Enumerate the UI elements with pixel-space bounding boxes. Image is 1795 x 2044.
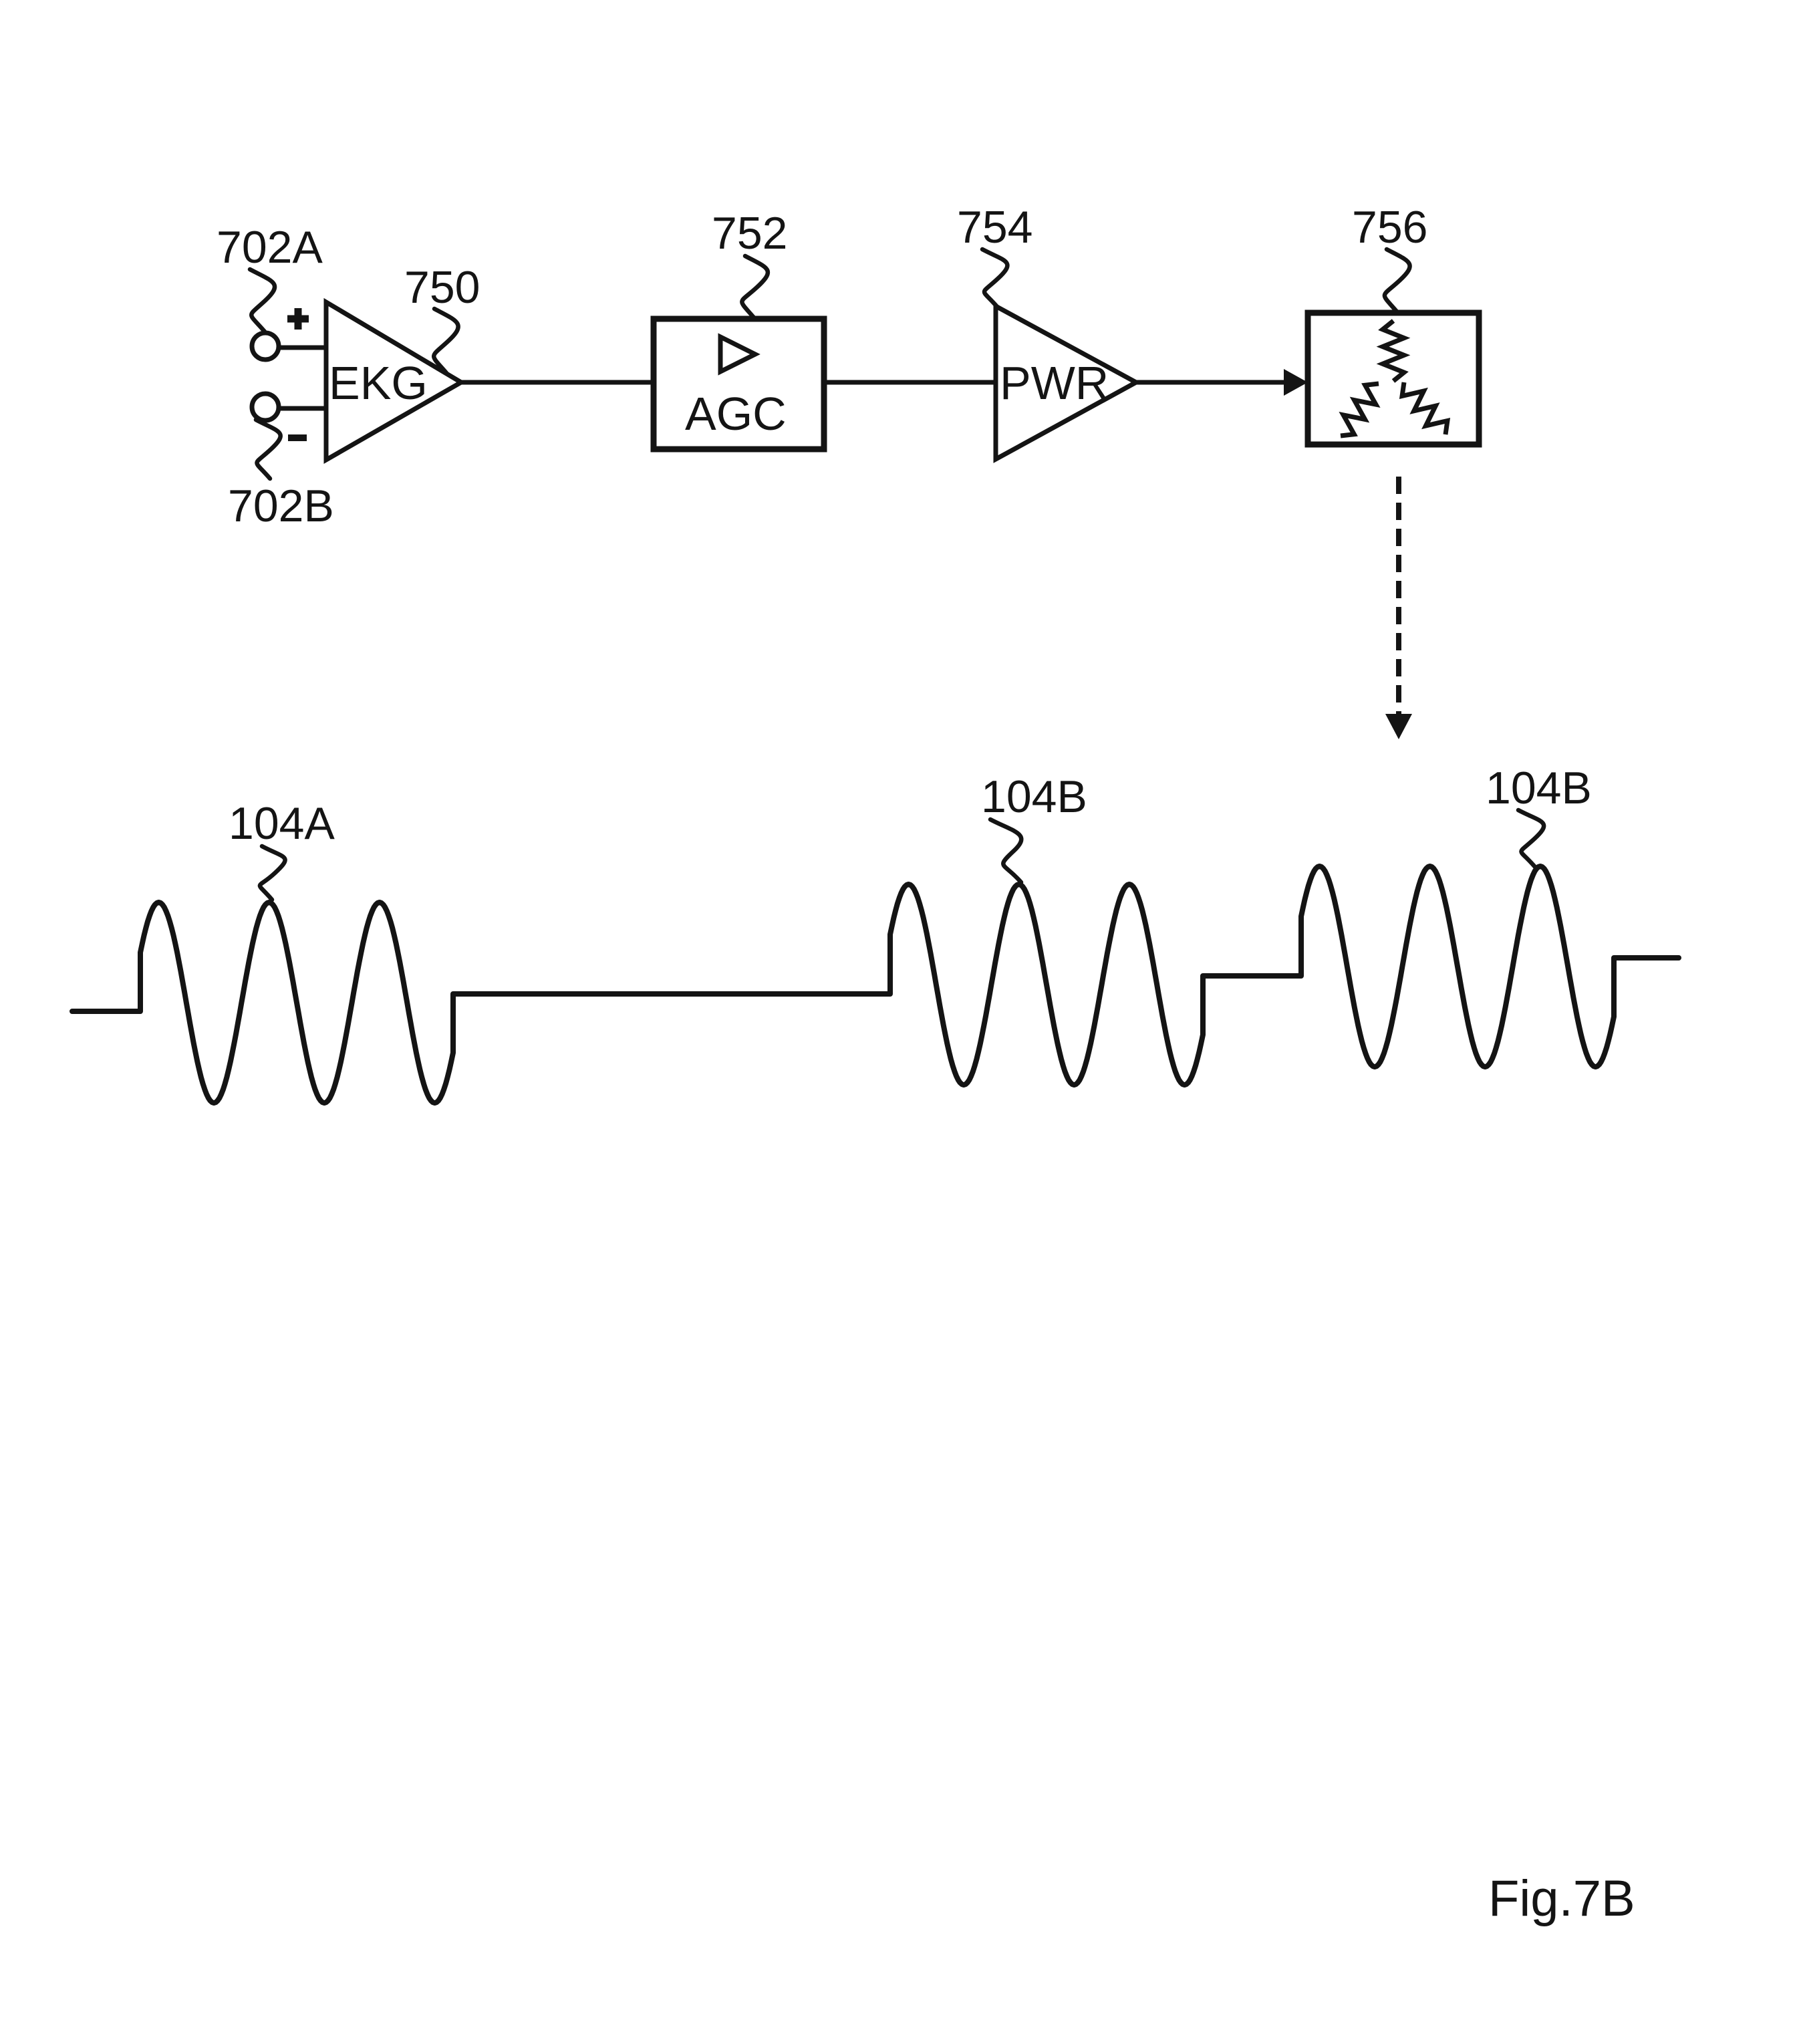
ref-104a: 104A	[229, 798, 335, 849]
input-terminal-neg	[249, 391, 281, 423]
leader-754	[980, 247, 1010, 310]
leader-702b	[253, 417, 283, 481]
ref-104b-1: 104B	[981, 771, 1087, 822]
resistor-top-icon	[1376, 319, 1411, 383]
leader-752	[740, 253, 771, 320]
agc-label: AGC	[685, 388, 787, 440]
pwr-label: PWR	[1000, 357, 1109, 409]
leader-702a	[247, 267, 277, 334]
arrowhead-icon	[1284, 369, 1308, 396]
ref-756: 756	[1352, 202, 1427, 253]
ekg-label: EKG	[329, 357, 428, 409]
ref-702a: 702A	[217, 222, 323, 273]
resistor-right-icon	[1399, 382, 1451, 435]
pwr-amplifier	[993, 302, 1141, 463]
input-terminal-pos	[249, 330, 281, 362]
ref-104b-2: 104B	[1486, 763, 1592, 813]
amplifier-icon	[718, 333, 761, 376]
resistor-left-icon	[1339, 381, 1381, 438]
output-waveform	[70, 864, 1681, 1106]
leader-104b-1	[988, 817, 1024, 885]
ref-702b: 702B	[228, 481, 334, 531]
fig-caption: Fig.7B	[1488, 1870, 1635, 1927]
leader-104b-2	[1516, 807, 1546, 870]
ref-752: 752	[712, 208, 787, 259]
arrowhead-down-icon	[1385, 714, 1412, 739]
agc-block	[650, 315, 827, 453]
leader-104a	[257, 844, 287, 902]
leader-750	[432, 306, 460, 376]
leader-756	[1382, 247, 1412, 314]
ekg-amplifier	[323, 297, 466, 465]
ref-754: 754	[957, 202, 1032, 253]
ref-750: 750	[404, 262, 480, 313]
